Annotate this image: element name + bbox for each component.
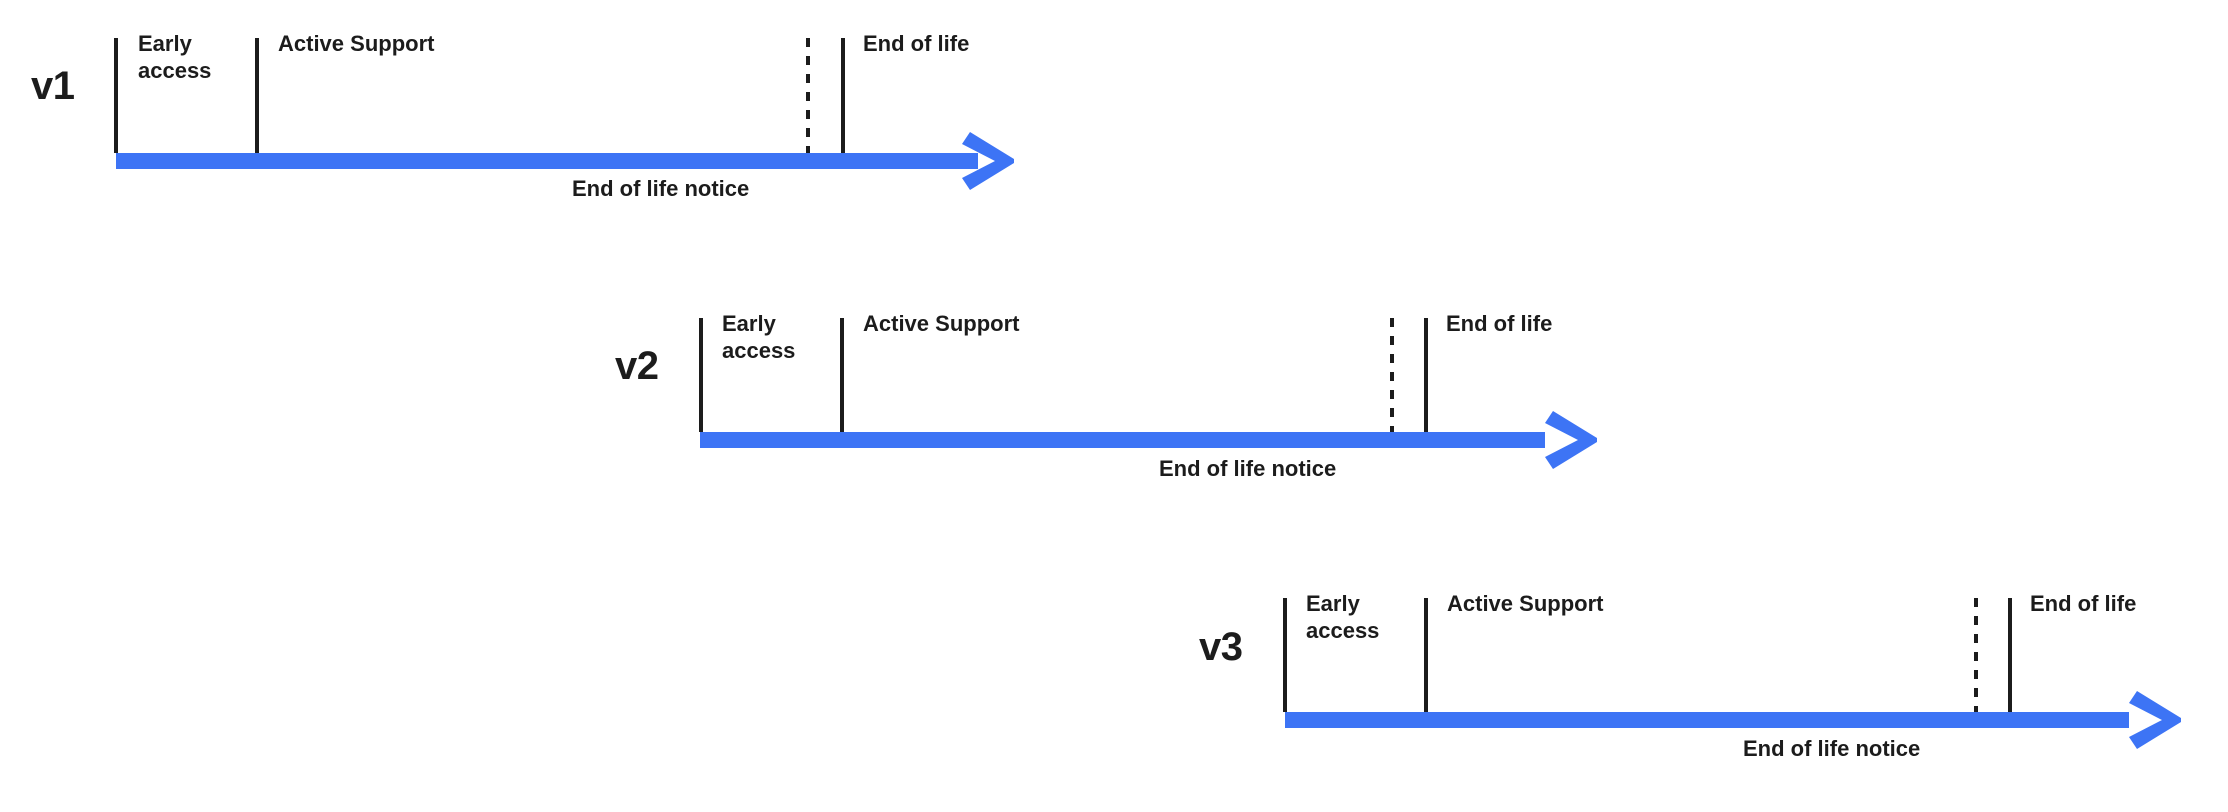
timeline-axis-bar-v3 [1285,712,2129,728]
phase-label-end-of-life-v1: End of life [863,31,970,56]
phase-label-active-support-v3: Active Support [1447,591,1604,616]
version-label-v1: v1 [31,64,75,108]
phase-divider-end-of-life-start-v3 [2008,598,2012,712]
phase-divider-active-support-start-v2 [840,318,844,432]
phase-divider-early-access-start-v2 [699,318,703,432]
phase-label-early-access-v3: Early access [1306,591,1380,643]
phase-divider-eol-notice-v1 [806,38,810,153]
phase-divider-active-support-start-v3 [1424,598,1428,712]
phase-label-early-access-v2: Early access [722,311,796,363]
phase-divider-end-of-life-start-v2 [1424,318,1428,432]
phase-divider-eol-notice-v3 [1974,598,1978,712]
notice-label-end-of-life-notice-v2: End of life notice [1159,456,1337,481]
phase-label-end-of-life-v3: End of life [2030,591,2137,616]
version-label-v2: v2 [615,344,659,388]
timeline-arrowhead-v1 [962,132,1014,190]
version-label-v3: v3 [1199,625,1243,669]
timeline-arrowhead-v3 [2129,691,2181,749]
notice-label-end-of-life-notice-v1: End of life notice [572,176,750,201]
timeline-axis-bar-v1 [116,153,978,169]
phase-divider-eol-notice-v2 [1390,318,1394,432]
phase-label-early-access-v1: Early access [138,31,212,83]
phase-label-active-support-v1: Active Support [278,31,435,56]
phase-divider-early-access-start-v1 [114,38,118,153]
phase-label-end-of-life-v2: End of life [1446,311,1553,336]
phase-divider-active-support-start-v1 [255,38,259,153]
phase-divider-early-access-start-v3 [1283,598,1287,712]
timeline-axis-bar-v2 [700,432,1545,448]
timeline-arrowhead-v2 [1545,411,1597,469]
phase-divider-end-of-life-start-v1 [841,38,845,153]
notice-label-end-of-life-notice-v3: End of life notice [1743,736,1921,761]
phase-label-active-support-v2: Active Support [863,311,1020,336]
